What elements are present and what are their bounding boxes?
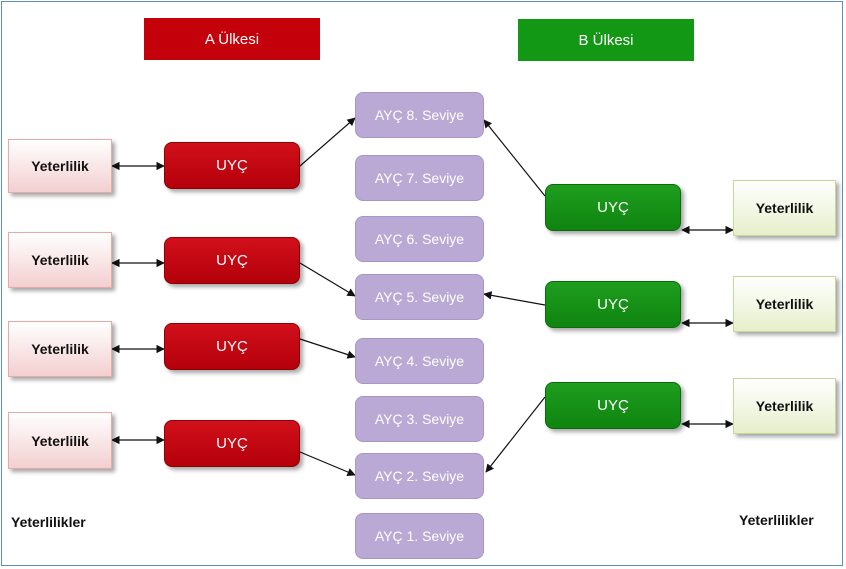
right-map-2 [483,291,546,306]
eqf-level-3: AYÇ 3. Seviye [355,396,484,442]
eqf-level-7: AYÇ 7. Seviye [355,155,484,201]
right-map-1 [483,119,546,197]
eqf-level-2: AYÇ 2. Seviye [355,453,484,499]
eqf-level-6: AYÇ 6. Seviye [355,216,484,262]
left-caption: Yeterlilikler [11,514,86,530]
right-map-3 [485,396,546,473]
right-qualification-3: Yeterlilik [733,378,836,434]
country-b-header: B Ülkesi [518,19,694,61]
left-map-1 [299,117,356,167]
left-qualification-4: Yeterlilik [8,412,112,469]
eqf-level-1: AYÇ 1. Seviye [355,513,484,559]
country-a-header: A Ülkesi [144,18,320,60]
eqf-level-8: AYÇ 8. Seviye [355,92,484,138]
left-nqf-3: UYÇ [164,323,300,370]
right-nqf-2: UYÇ [545,281,681,328]
right-qualification-2: Yeterlilik [733,276,836,332]
left-map-3 [299,338,356,359]
right-caption: Yeterlilikler [739,512,814,528]
left-nqf-1: UYÇ [164,142,300,189]
eqf-level-4: AYÇ 4. Seviye [355,338,484,384]
left-qualification-3: Yeterlilik [8,321,112,377]
right-qualification-1: Yeterlilik [733,180,836,236]
left-map-4 [299,451,356,476]
left-qualification-1: Yeterlilik [8,139,112,193]
left-qualification-2: Yeterlilik [8,232,112,288]
right-nqf-3: UYÇ [545,382,681,429]
eqf-level-5: AYÇ 5. Seviye [355,274,484,320]
right-nqf-1: UYÇ [545,184,681,231]
left-nqf-2: UYÇ [164,237,300,284]
left-map-2 [299,262,356,297]
left-nqf-4: UYÇ [164,420,300,467]
